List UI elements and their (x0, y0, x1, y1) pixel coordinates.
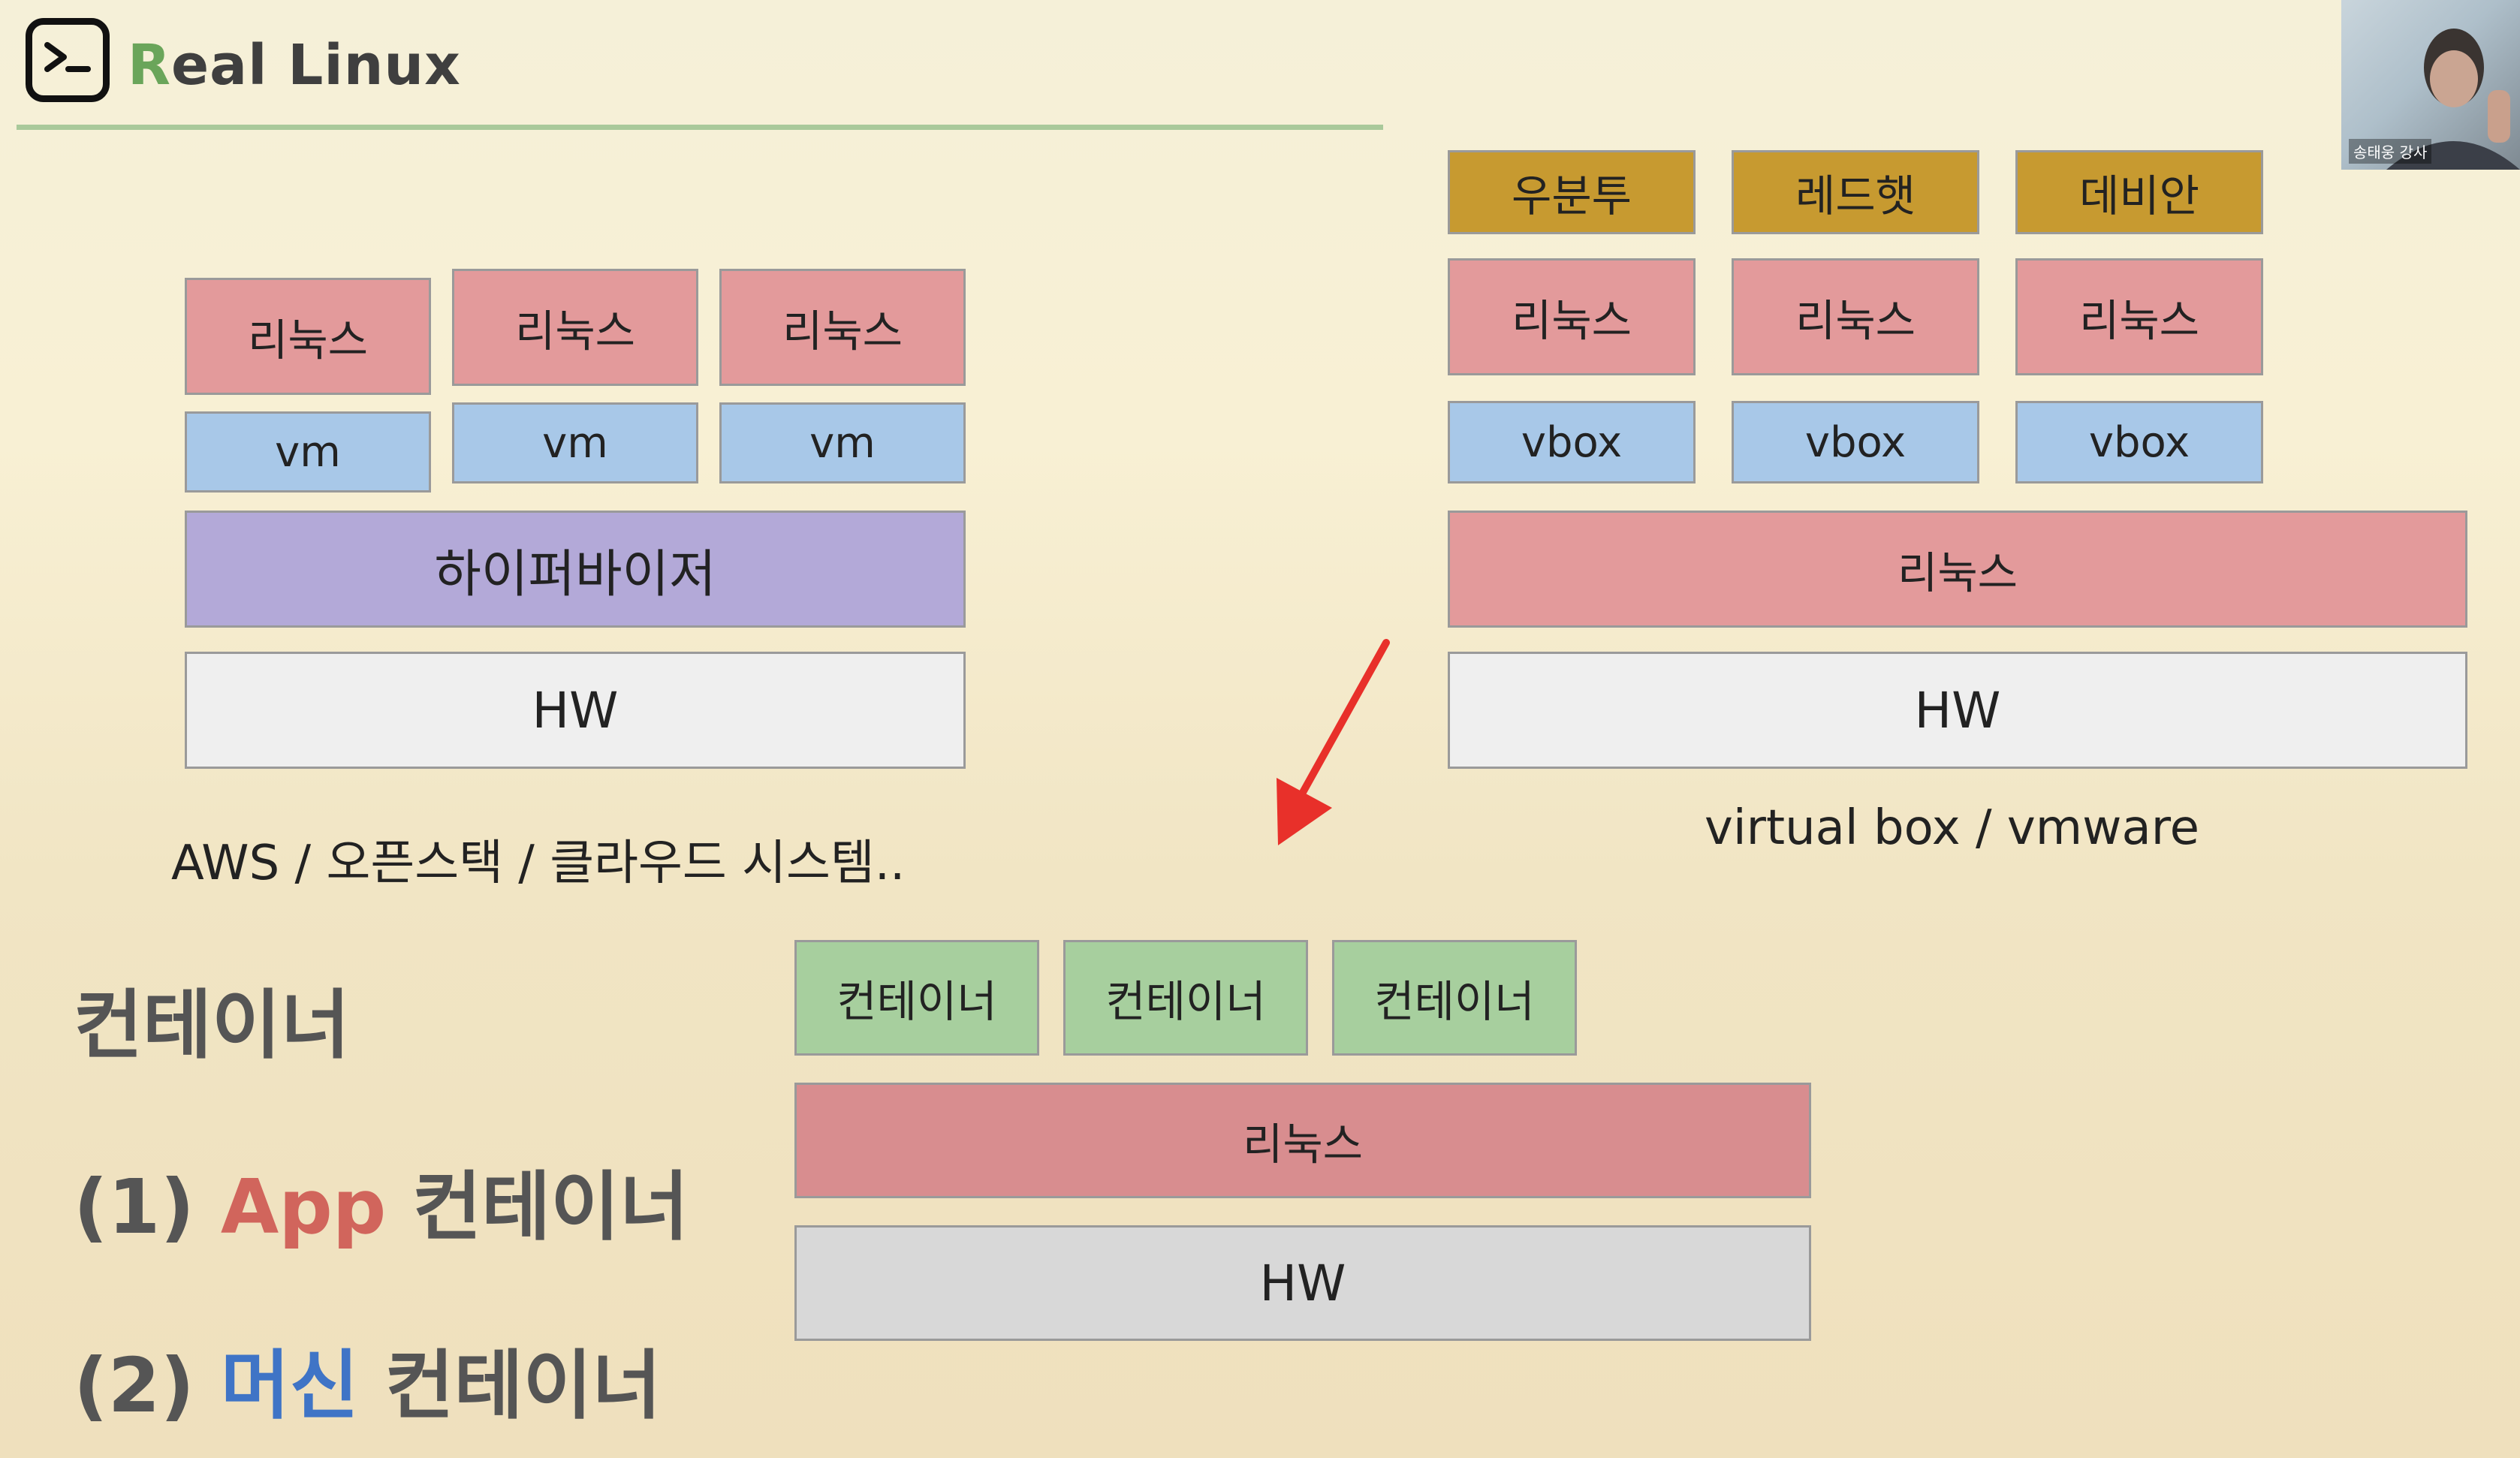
item1-suffix: 컨테이너 (386, 1163, 689, 1251)
host-linux-layer: 리눅스 (1448, 511, 2467, 628)
left-linux-2: 리눅스 (452, 269, 698, 386)
left-caption: AWS / 오픈스택 / 클라우드 시스템.. (171, 836, 906, 891)
vbox-2: vbox (1732, 401, 1979, 483)
distro-ubuntu: 우분투 (1448, 150, 1696, 234)
container-3: 컨테이너 (1332, 940, 1577, 1056)
container-linux-layer: 리눅스 (794, 1083, 1811, 1198)
title-first-letter: R (128, 33, 171, 98)
presenter-silhouette (2386, 29, 2520, 170)
machine-container-item: (2) 머신 컨테이너 (74, 1324, 662, 1433)
right-linux-2: 리눅스 (1732, 258, 1979, 375)
container-heading: 컨테이너 (74, 981, 350, 1069)
item2-highlight: 머신 (220, 1342, 359, 1429)
right-hw-layer: HW (1448, 652, 2467, 769)
terminal-prompt-icon (26, 18, 110, 102)
distro-debian: 데비안 (2015, 150, 2263, 234)
right-caption: virtual box / vmware (1705, 800, 2199, 856)
vbox-3: vbox (2015, 401, 2263, 483)
container-2: 컨테이너 (1063, 940, 1308, 1056)
left-linux-1: 리눅스 (185, 278, 431, 395)
item2-prefix: (2) (74, 1342, 221, 1429)
container-1: 컨테이너 (794, 940, 1039, 1056)
left-hw-layer: HW (185, 652, 966, 769)
left-linux-3: 리눅스 (719, 269, 966, 386)
item2-suffix: 컨테이너 (358, 1342, 662, 1429)
app-container-item: (1) App 컨테이너 (74, 1146, 689, 1255)
right-linux-3: 리눅스 (2015, 258, 2263, 375)
red-arrow-icon (1277, 639, 1390, 845)
left-vm-1: vm (185, 411, 431, 493)
hypervisor-layer: 하이퍼바이저 (185, 511, 966, 628)
item1-highlight: App (220, 1163, 387, 1251)
distro-redhat: 레드햇 (1732, 150, 1979, 234)
title-underline (17, 125, 1383, 130)
title-rest: eal Linux (170, 33, 461, 98)
left-vm-3: vm (719, 402, 966, 483)
right-linux-1: 리눅스 (1448, 258, 1696, 375)
item1-prefix: (1) (74, 1163, 221, 1251)
vbox-1: vbox (1448, 401, 1696, 483)
webcam-overlay: 송태웅 강사 (2341, 0, 2520, 170)
left-vm-2: vm (452, 402, 698, 483)
container-hw-layer: HW (794, 1225, 1811, 1341)
webcam-label: 송태웅 강사 (2349, 139, 2432, 164)
page-title: Real Linux (128, 33, 461, 98)
